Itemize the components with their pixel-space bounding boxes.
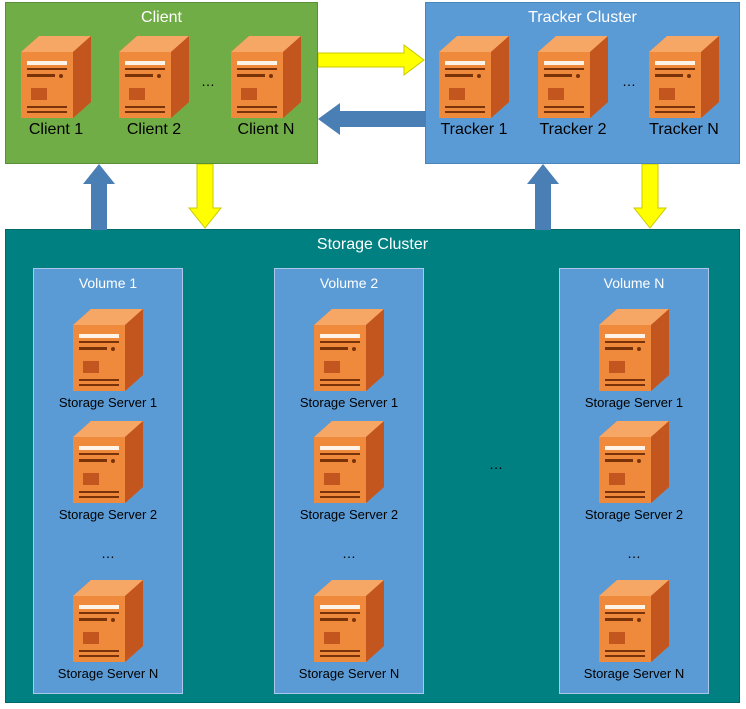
storage-server-node: Storage Server 1 [275,309,423,410]
server-icon [599,421,669,503]
client-node-n: Client N [211,36,321,139]
tracker-panel: Tracker Cluster Tracker 1 Tracker 2 … Tr… [425,2,740,164]
tracker-node-1: Tracker 1 [419,36,529,139]
arrow-left-icon [318,103,426,135]
storage-server-node: Storage Server N [34,580,182,681]
client-node-label: Client N [237,121,295,138]
arrow-up-icon [83,164,115,230]
storage-server-node: Storage Server 1 [34,309,182,410]
storage-server-label: Storage Server 2 [299,507,399,522]
server-icon [314,580,384,662]
tracker-panel-title: Tracker Cluster [528,9,637,26]
server-icon [21,36,91,118]
volume-n-panel: Volume N Storage Server 1 Storage Server… [559,268,709,694]
server-icon [599,309,669,391]
arrow-down-icon [188,164,222,229]
volume-title: Volume N [603,275,665,291]
volume-title: Volume 2 [319,275,379,291]
storage-server-node: Storage Server N [560,580,708,681]
storage-server-label: Storage Server 2 [584,507,684,522]
storage-server-label: Storage Server 1 [58,395,158,410]
server-icon [231,36,301,118]
server-icon [119,36,189,118]
between-volumes-ellipsis: … [489,456,503,472]
storage-cluster-panel: Storage Cluster Volume 1 Storage Server … [5,229,740,703]
storage-server-label: Storage Server 1 [299,395,399,410]
volume-ellipsis: … [342,545,356,561]
server-icon [314,421,384,503]
tracker-node-2: Tracker 2 [518,36,628,139]
storage-server-node: Storage Server 1 [560,309,708,410]
server-icon [439,36,509,118]
server-icon [73,309,143,391]
client-node-label: Client 2 [126,121,182,138]
volume-title: Volume 1 [78,275,138,291]
storage-server-node: Storage Server 2 [560,421,708,522]
storage-server-label: Storage Server 1 [584,395,684,410]
server-icon [599,580,669,662]
storage-server-label: Storage Server 2 [58,507,158,522]
arrow-up-icon [527,164,559,230]
server-icon [73,580,143,662]
client-node-label: Client 1 [28,121,84,138]
client-panel-title: Client [141,9,182,26]
storage-server-label: Storage Server N [298,666,400,681]
tracker-node-label: Tracker 2 [539,121,607,138]
client-node-2: Client 2 [99,36,209,139]
arrow-right-icon [318,44,425,76]
storage-server-node: Storage Server N [275,580,423,681]
storage-server-label: Storage Server N [57,666,159,681]
tracker-node-label: Tracker 1 [440,121,508,138]
storage-server-node: Storage Server 2 [275,421,423,522]
tracker-node-n: Tracker N [629,36,739,139]
tracker-node-label: Tracker N [649,121,719,138]
arrow-down-icon [633,164,667,229]
storage-cluster-title: Storage Cluster [316,236,429,253]
storage-server-label: Storage Server N [583,666,685,681]
volume-2-panel: Volume 2 Storage Server 1 Storage Server… [274,268,424,694]
volume-1-panel: Volume 1 Storage Server 1 Storage Server… [33,268,183,694]
client-ellipsis: … [201,73,215,89]
server-icon [649,36,719,118]
client-panel: Client Client 1 Client 2 … Client N [5,2,318,164]
server-icon [538,36,608,118]
server-icon [314,309,384,391]
volume-ellipsis: … [101,545,115,561]
volume-ellipsis: … [627,545,641,561]
tracker-ellipsis: … [622,73,636,89]
client-node-1: Client 1 [1,36,111,139]
storage-server-node: Storage Server 2 [34,421,182,522]
server-icon [73,421,143,503]
